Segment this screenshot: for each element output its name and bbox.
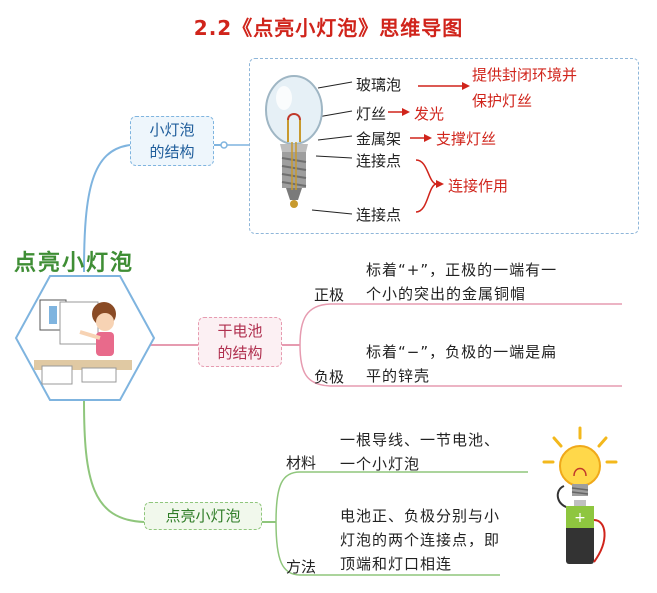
svg-text:+: +: [574, 510, 586, 526]
function-frame: 支撑灯丝: [436, 130, 497, 148]
light-bulb-branch-node: 点亮小灯泡: [144, 502, 262, 530]
lit-bulb-battery-icon: +: [542, 426, 618, 564]
method-line3: 顶端和灯口相连: [340, 555, 453, 573]
function-contacts: 连接作用: [448, 177, 509, 195]
battery-branch-node: 干电池 的结构: [198, 317, 282, 367]
part-metal-frame: 金属架: [356, 130, 402, 148]
method-line1: 电池正、负极分别与小: [340, 507, 501, 525]
part-filament: 灯丝: [356, 105, 387, 123]
part-contact-point-side: 连接点: [356, 152, 402, 170]
method-line2: 灯泡的两个连接点，即: [340, 531, 501, 549]
central-illustration: [14, 275, 156, 401]
structure-branch-line1: 小灯泡: [149, 121, 195, 139]
negative-pole-desc-line2: 平的锌壳: [366, 367, 431, 385]
battery-branch-line2: 的结构: [217, 344, 263, 362]
structure-branch-line2: 的结构: [149, 143, 195, 161]
negative-pole-desc-line1: 标着“−”，负极的一端是扁: [366, 343, 558, 361]
part-contact-point-bottom: 连接点: [356, 206, 402, 224]
battery-branch-line1: 干电池: [217, 322, 263, 340]
positive-pole-label: 正极: [314, 286, 345, 304]
page-title: 2.2《点亮小灯泡》思维导图: [193, 16, 464, 40]
function-glass-line1: 提供封闭环境并: [472, 66, 578, 84]
positive-pole-desc-line1: 标着“+”，正极的一端有一: [366, 261, 558, 279]
materials-line1: 一根导线、一节电池、: [340, 431, 501, 449]
function-glass-line2: 保护灯丝: [472, 92, 533, 110]
part-glass-bulb: 玻璃泡: [356, 76, 402, 94]
method-label: 方法: [286, 558, 317, 576]
central-topic-label: 点亮小灯泡: [14, 251, 135, 276]
negative-pole-label: 负极: [314, 368, 345, 386]
positive-pole-desc-line2: 个小的突出的金属铜帽: [366, 285, 527, 303]
bulb-diagram-icon: [265, 75, 323, 208]
materials-label: 材料: [286, 454, 317, 472]
function-filament: 发光: [414, 105, 445, 123]
bulb-structure-panel: [249, 58, 639, 234]
structure-branch-node: 小灯泡 的结构: [130, 116, 214, 166]
materials-line2: 一个小灯泡: [340, 455, 421, 473]
